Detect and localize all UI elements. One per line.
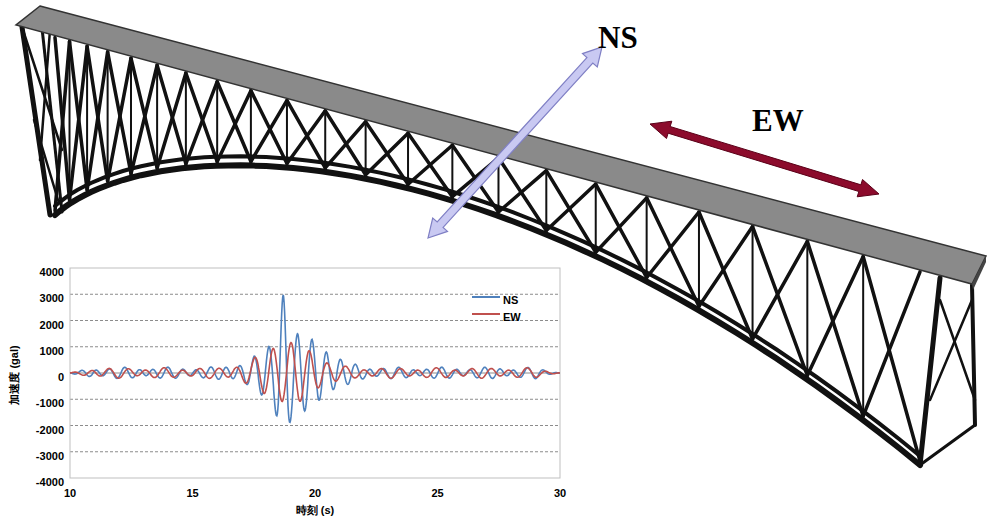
truss-member [940, 300, 975, 400]
x-axis-title: 時刻 (s) [296, 503, 335, 518]
truss-member [546, 184, 595, 230]
truss-member [972, 285, 975, 425]
chart-background [0, 258, 576, 526]
truss-member [324, 111, 326, 168]
truss-member [596, 184, 647, 277]
ns-series [70, 295, 560, 423]
truss-member [930, 300, 972, 400]
chart-grid [70, 294, 560, 452]
truss-member [920, 425, 975, 465]
truss-member [408, 133, 452, 196]
truss-member [156, 65, 158, 168]
legend-line-sample [472, 296, 500, 298]
y-tick-label: -2000 [36, 424, 64, 436]
direction-label: EW [752, 103, 804, 139]
truss-member [157, 65, 186, 164]
truss-member [647, 212, 699, 277]
truss-member [646, 198, 648, 278]
y-tick-label: -1000 [36, 397, 64, 409]
truss-member [287, 100, 325, 167]
truss-member [807, 257, 863, 376]
deck-edge [972, 256, 986, 290]
x-tick-label: 15 [186, 487, 198, 499]
truss-member [863, 257, 920, 461]
legend-text: EW [503, 311, 521, 323]
truss-member [250, 91, 252, 162]
truss-member [186, 73, 217, 162]
truss-member [806, 241, 808, 375]
y-tick-label: 1000 [40, 345, 64, 357]
y-tick-label: -3000 [36, 450, 64, 462]
truss-member [699, 227, 753, 307]
truss-member [365, 122, 367, 175]
truss-member [216, 82, 218, 162]
y-tick-label: 2000 [40, 319, 64, 331]
truss-member [753, 227, 808, 376]
truss-member [545, 171, 547, 231]
truss-member [34, 120, 58, 200]
truss-member [366, 122, 408, 185]
bridge-deck [16, 6, 986, 284]
direction-label: NS [598, 20, 638, 56]
x-tick-label: 30 [554, 487, 566, 499]
y-tick-label: -4000 [36, 476, 64, 488]
truss-member [920, 278, 940, 465]
x-tick-label: 25 [431, 487, 443, 499]
truss-member [407, 133, 409, 184]
truss-member [451, 145, 453, 196]
x-tick-label: 20 [309, 487, 321, 499]
truss-member [699, 212, 753, 339]
truss-member [251, 91, 287, 164]
truss-member [69, 41, 71, 199]
ew-series [70, 343, 560, 402]
truss-member [40, 30, 50, 160]
truss-member [698, 212, 700, 306]
truss-member [647, 198, 699, 306]
y-tick-label: 0 [58, 371, 64, 383]
truss-member [107, 52, 109, 181]
truss-member [86, 46, 88, 190]
truss-member [752, 227, 754, 339]
truss-member [131, 58, 157, 168]
truss-member [286, 100, 288, 163]
truss-member [185, 73, 187, 164]
truss-member [108, 52, 131, 174]
truss-member [862, 257, 864, 417]
legend-text: NS [503, 294, 518, 306]
truss-member [807, 241, 863, 416]
truss-member [325, 111, 365, 175]
truss-member [596, 198, 647, 252]
y-axis-title: 加速度 (gal) [7, 345, 22, 404]
y-tick-label: 3000 [40, 292, 64, 304]
legend-line-sample [472, 313, 500, 315]
x-tick-label: 10 [64, 487, 76, 499]
truss-member [753, 241, 808, 339]
ns-direction-arrow [428, 47, 602, 238]
truss-member [595, 184, 597, 252]
plot-frame [70, 268, 560, 478]
truss-member [546, 171, 595, 253]
truss-member [130, 58, 132, 174]
truss-member [217, 82, 251, 162]
truss-member [498, 158, 546, 231]
y-tick-label: 4000 [40, 266, 64, 278]
truss-member [87, 46, 108, 181]
truss-member [70, 41, 88, 189]
